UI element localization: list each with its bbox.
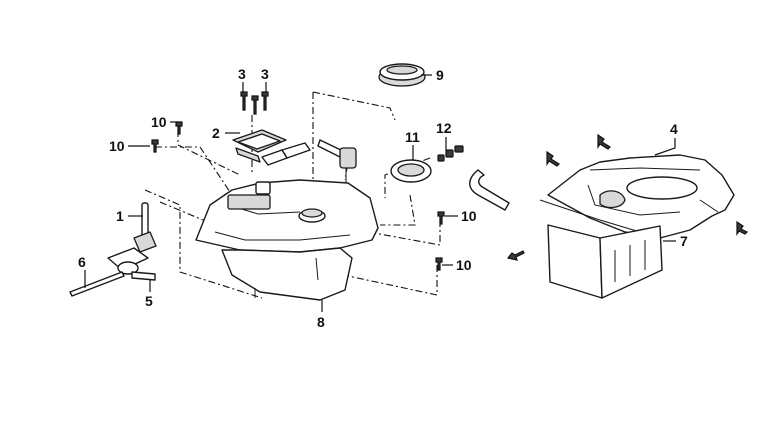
callout-3-right: 3	[261, 66, 269, 82]
callout-1: 1	[116, 208, 124, 224]
leader-lines	[84, 74, 676, 312]
callout-7: 7	[680, 233, 688, 249]
filler-cap-ring	[378, 63, 426, 87]
vent-nipple	[437, 145, 464, 162]
callout-5: 5	[145, 293, 153, 309]
callout-3-left: 3	[238, 66, 246, 82]
callout-10-top: 10	[151, 114, 167, 130]
callout-10-left: 10	[109, 138, 125, 154]
bolts	[151, 91, 749, 271]
tank-cover	[539, 154, 735, 239]
fuel-valve	[69, 202, 157, 297]
side-panel	[547, 224, 663, 299]
callout-8: 8	[317, 314, 325, 330]
gasket-ring	[390, 159, 432, 183]
callout-6: 6	[78, 254, 86, 270]
callout-4: 4	[670, 121, 678, 137]
callout-12: 12	[436, 120, 452, 136]
vent-hose	[469, 169, 510, 211]
connector	[317, 139, 357, 190]
callout-labels: 3 3 9 2 10 10 11 12 4 1 10 7 6 10 5 8	[78, 66, 688, 330]
fuel-tank	[195, 179, 379, 301]
callout-10-right-upper: 10	[461, 208, 477, 224]
callout-2: 2	[212, 125, 220, 141]
callout-10-right-lower: 10	[456, 257, 472, 273]
pump-flange	[232, 129, 287, 163]
sender-unit	[261, 142, 311, 166]
callout-9: 9	[436, 67, 444, 83]
callout-11: 11	[405, 129, 420, 145]
